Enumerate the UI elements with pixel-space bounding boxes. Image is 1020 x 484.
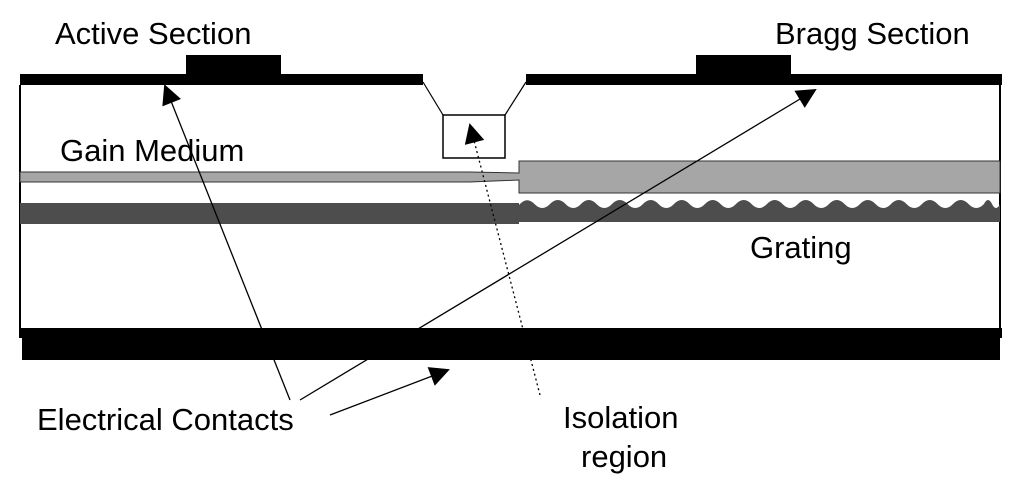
isolation-region-label-line1: Isolation bbox=[563, 400, 678, 435]
active-layer bbox=[20, 203, 519, 224]
isolation-region-box bbox=[442, 114, 506, 159]
isolation-trench-right-edge bbox=[504, 81, 527, 116]
waveguide-layer bbox=[19, 160, 1001, 194]
gain-medium-label: Gain Medium bbox=[60, 133, 244, 168]
arrow-to-bragg-contact bbox=[299, 88, 817, 401]
isolation-region-label-line2: region bbox=[581, 439, 667, 474]
arrow-to-bottom-contact bbox=[329, 367, 450, 416]
bragg-section-label: Bragg Section bbox=[775, 16, 970, 51]
arrow-to-isolation-region bbox=[464, 123, 541, 396]
active-contact-pad bbox=[186, 55, 281, 76]
active-section-label: Active Section bbox=[55, 16, 251, 51]
bragg-contact-pad bbox=[696, 55, 791, 76]
arrow-to-active-contact bbox=[162, 84, 291, 401]
bragg-top-electrode bbox=[526, 74, 1002, 85]
grating-label: Grating bbox=[750, 230, 852, 265]
grating-layer bbox=[519, 200, 1000, 222]
active-top-electrode bbox=[20, 74, 423, 85]
bottom-contact-thin bbox=[20, 328, 1002, 338]
isolation-trench-left-edge bbox=[422, 81, 444, 116]
electrical-contacts-label: Electrical Contacts bbox=[37, 402, 294, 437]
bottom-contact-thick bbox=[22, 337, 1000, 360]
